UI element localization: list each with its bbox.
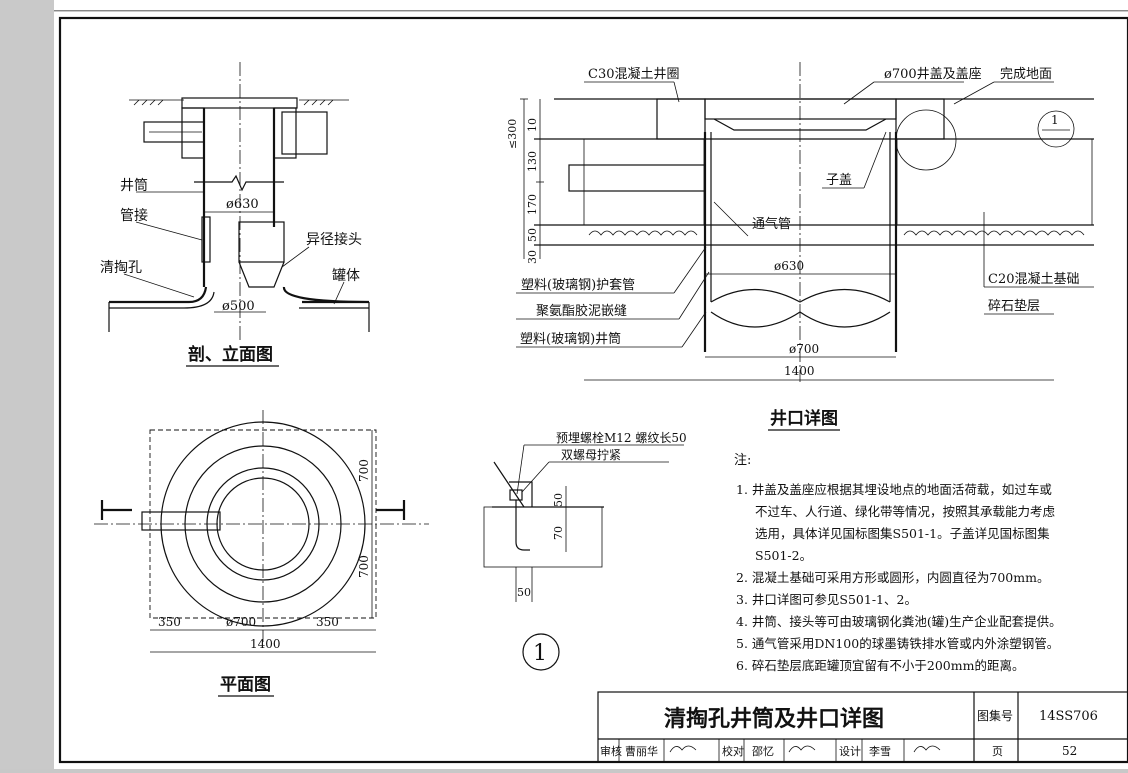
review-signature xyxy=(669,745,697,753)
label-pipe-joint: 管接 xyxy=(120,207,148,224)
label-bolt-1: 预埋螺栓M12 螺纹长50 xyxy=(556,430,687,445)
label-sealant: 聚氨酯胶泥嵌缝 xyxy=(536,303,627,319)
atlas-number: 14SS706 xyxy=(1039,709,1098,724)
det-dim-50a: 50 xyxy=(552,493,565,507)
review-name: 曹丽华 xyxy=(625,744,658,758)
label-shaft-plastic: 塑料(玻璃钢)井筒 xyxy=(520,331,621,347)
label-cover-seat: ø700井盖及盖座 xyxy=(884,67,982,82)
note-1b: 不过车、人行道、绿化带等情况，按照其承载能力考虑 xyxy=(755,504,1056,519)
label-gravel: 碎石垫层 xyxy=(988,298,1040,314)
notes-block: 注: 1. 井盖及盖座应根据其埋设地点的地面活荷载，如过车或 不过车、人行道、绿… xyxy=(734,453,1062,673)
note-1a: 1. 井盖及盖座应根据其埋设地点的地面活荷载，如过车或 xyxy=(736,482,1052,497)
plan-view: 700 700 350 ø700 350 1400 平面图 xyxy=(94,410,429,697)
label-tank-body: 罐体 xyxy=(332,268,360,284)
design-label: 设计 xyxy=(839,745,861,758)
title-wellhead: 井口详图 xyxy=(770,408,838,429)
note-6: 6. 碎石垫层底距罐顶宜留有不小于200mm的距离。 xyxy=(736,658,1024,673)
label-well-shaft: 井筒 xyxy=(120,177,148,194)
title-section: 剖、立面图 xyxy=(188,344,273,365)
note-5: 5. 通气管采用DN100的球墨铸铁排水管或内外涂塑钢管。 xyxy=(736,636,1059,651)
dim-h300: ≤300 xyxy=(506,119,519,149)
note-1c: 选用，具体详见国标图集S501-1。子盖详见国标图集 xyxy=(755,526,1050,541)
label-cleanout: 清掏孔 xyxy=(100,260,142,276)
check-name: 邵忆 xyxy=(752,745,774,758)
atlas-label: 图集号 xyxy=(977,708,1013,723)
label-finished-ground: 完成地面 xyxy=(1000,67,1052,82)
label-reducer: 异径接头 xyxy=(306,231,362,248)
wellhead-detail-view: 1 ≤300 10 130 170 50 30 ø630 ø700 1400 C xyxy=(506,62,1094,431)
dim-h30: 30 xyxy=(526,250,539,264)
dim-h130: 130 xyxy=(526,151,539,172)
dim-d630-left: ø630 xyxy=(226,197,259,212)
label-c30-ring: C30混凝土井圈 xyxy=(588,66,680,82)
label-vent-pipe: 通气管 xyxy=(752,216,791,232)
page-number: 52 xyxy=(1062,744,1077,758)
det-dim-70: 70 xyxy=(552,526,565,540)
dim-h10: 10 xyxy=(526,118,539,132)
check-label: 校对 xyxy=(722,744,744,758)
sheet-border xyxy=(58,16,1128,764)
plan-dim-700-bottom: 700 xyxy=(357,555,371,578)
note-3: 3. 井口详图可参见S501-1、2。 xyxy=(736,592,917,607)
section-elevation-view: ø630 ø500 井筒 管接 清掏孔 异径接头 罐体 剖、立面图 xyxy=(100,62,370,367)
design-signature xyxy=(913,745,941,753)
label-sleeve: 塑料(玻璃钢)护套管 xyxy=(521,277,635,293)
plan-dim-d700: ø700 xyxy=(226,615,256,629)
dim-w1400-mid: 1400 xyxy=(784,364,815,378)
bolt-detail-view: 50 70 50 预埋螺栓M12 螺纹长50 双螺母拧紧 1 xyxy=(483,430,687,671)
design-name: 李雪 xyxy=(869,744,891,758)
det-dim-50b: 50 xyxy=(517,586,531,599)
page-label: 页 xyxy=(992,745,1003,758)
drawing-canvas: ø630 ø500 井筒 管接 清掏孔 异径接头 罐体 剖、立面图 xyxy=(58,16,1128,764)
title-plan: 平面图 xyxy=(220,675,271,695)
dim-d500: ø500 xyxy=(222,299,255,314)
title-block: 清掏孔井筒及井口详图 图集号 14SS706 审核 曹丽华 校对 邵忆 设计 李… xyxy=(597,691,1128,763)
dim-h170: 170 xyxy=(526,194,539,215)
check-signature xyxy=(788,745,816,753)
plan-dim-350-left: 350 xyxy=(158,615,181,629)
detail-circle-number: 1 xyxy=(533,641,547,666)
dim-d630-mid: ø630 xyxy=(774,259,804,273)
review-label: 审核 xyxy=(600,744,622,758)
notes-heading: 注: xyxy=(734,453,751,468)
detail-ref-number: 1 xyxy=(1051,113,1059,127)
drawing-title: 清掏孔井筒及井口详图 xyxy=(664,706,884,732)
note-4: 4. 井筒、接头等可由玻璃钢化粪池(罐)生产企业配套提供。 xyxy=(736,614,1062,629)
plan-dim-350-right: 350 xyxy=(316,615,339,629)
plan-dim-700-top: 700 xyxy=(357,459,371,482)
previous-page-edge xyxy=(54,0,1128,11)
plan-dim-1400: 1400 xyxy=(250,637,281,651)
label-sub-cover: 子盖 xyxy=(826,173,852,188)
label-c20-foundation: C20混凝土基础 xyxy=(988,271,1080,287)
note-2: 2. 混凝土基础可采用方形或圆形，内圆直径为700mm。 xyxy=(736,570,1049,585)
label-bolt-2: 双螺母拧紧 xyxy=(561,448,621,462)
dim-h50: 50 xyxy=(526,228,539,242)
dim-d700-mid: ø700 xyxy=(789,342,819,356)
drawing-sheet: ø630 ø500 井筒 管接 清掏孔 异径接头 罐体 剖、立面图 xyxy=(54,12,1128,769)
note-1d: S501-2。 xyxy=(755,548,812,563)
